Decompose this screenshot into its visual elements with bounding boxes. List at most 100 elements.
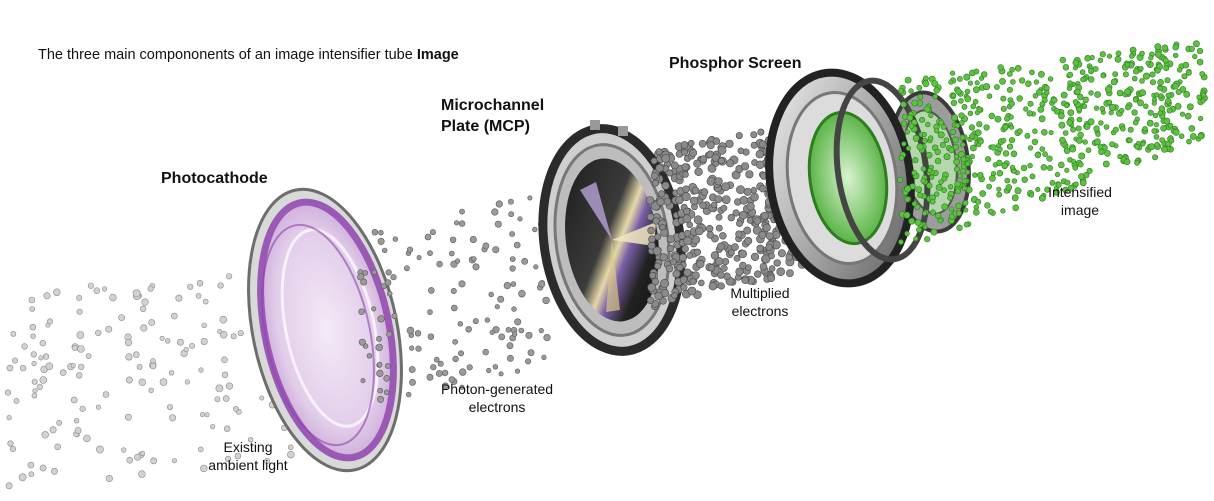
- particle: [223, 396, 229, 402]
- particle: [149, 388, 154, 393]
- particle: [1176, 89, 1181, 94]
- particle: [1154, 134, 1159, 139]
- particle: [974, 205, 979, 210]
- particle: [983, 83, 989, 89]
- particle: [679, 254, 686, 261]
- particle: [1064, 148, 1070, 154]
- particle: [1073, 165, 1078, 170]
- particle: [489, 292, 494, 297]
- particle: [470, 236, 476, 242]
- label-photocathode: Photocathode: [161, 170, 268, 188]
- particle: [1107, 100, 1112, 105]
- particle: [467, 365, 473, 371]
- particle: [715, 196, 722, 203]
- particle: [44, 293, 50, 299]
- particle: [442, 370, 448, 376]
- particle: [434, 357, 439, 362]
- particle: [1135, 144, 1140, 149]
- particle: [734, 255, 740, 261]
- particle: [1135, 160, 1140, 165]
- particle: [1158, 86, 1163, 91]
- label-intensified-line1: Intensified: [1040, 183, 1120, 201]
- particle: [976, 199, 981, 204]
- particle: [177, 339, 183, 345]
- particle: [905, 77, 911, 83]
- particle: [1025, 133, 1030, 138]
- particle: [964, 222, 969, 227]
- particle: [700, 202, 707, 209]
- particle: [759, 141, 766, 148]
- particle: [1079, 153, 1085, 159]
- particle: [95, 330, 101, 336]
- particle: [716, 214, 722, 220]
- particle: [977, 107, 982, 112]
- particle: [436, 370, 442, 376]
- particle: [660, 279, 668, 287]
- particle: [40, 465, 46, 471]
- particle: [60, 370, 66, 376]
- particle: [1004, 116, 1009, 121]
- label-microchannel-plate: Microchannel Plate (MCP): [441, 95, 544, 137]
- label-multiplied-electrons: Multiplied electrons: [710, 284, 810, 320]
- particle: [1090, 55, 1095, 60]
- particle: [694, 249, 701, 256]
- particle: [203, 299, 208, 304]
- particle: [1010, 125, 1014, 129]
- particle: [1001, 209, 1006, 214]
- particle: [905, 186, 911, 192]
- particle: [1007, 144, 1013, 150]
- particle: [77, 346, 84, 353]
- particle: [963, 200, 968, 205]
- particle: [1165, 78, 1170, 83]
- particle: [1153, 113, 1158, 118]
- caption-text: The three main compononents of an image …: [38, 47, 413, 63]
- particle: [1161, 146, 1167, 152]
- particle: [936, 184, 942, 190]
- particle: [86, 354, 91, 359]
- particle: [449, 251, 454, 256]
- particle: [231, 334, 236, 339]
- label-photon-generated-electrons: Photon-generated electrons: [432, 380, 562, 416]
- particle: [1058, 113, 1064, 119]
- particle: [1088, 77, 1094, 83]
- particle: [1019, 78, 1025, 84]
- particle: [7, 415, 12, 420]
- particle: [1001, 106, 1006, 111]
- particle: [371, 307, 376, 312]
- particle: [899, 240, 904, 245]
- particle: [416, 346, 422, 352]
- particle: [1201, 99, 1205, 103]
- particle: [1022, 177, 1028, 183]
- particle: [949, 80, 954, 85]
- particle: [716, 225, 722, 231]
- particle: [907, 115, 913, 121]
- particle: [141, 325, 148, 332]
- particle: [1059, 122, 1065, 128]
- caption-bold-word: Image: [417, 47, 459, 63]
- particle: [1160, 138, 1165, 143]
- particle: [218, 329, 222, 333]
- particle: [959, 113, 965, 119]
- particle: [1179, 134, 1184, 139]
- particle: [994, 84, 999, 89]
- particle: [32, 379, 37, 384]
- particle: [196, 293, 201, 298]
- particle: [1003, 125, 1008, 130]
- particle: [726, 160, 733, 167]
- particle: [1125, 62, 1130, 67]
- particle: [430, 229, 435, 234]
- particle: [30, 324, 36, 330]
- particle: [915, 220, 921, 226]
- particle: [72, 345, 77, 350]
- particle: [751, 193, 759, 201]
- particle: [387, 291, 392, 296]
- particle: [19, 474, 26, 481]
- particle: [968, 111, 973, 116]
- particle: [543, 297, 550, 304]
- particle: [649, 272, 655, 278]
- particle: [929, 113, 934, 118]
- particle: [758, 129, 764, 135]
- particle: [656, 164, 664, 172]
- particle: [372, 229, 378, 235]
- particle: [1077, 117, 1082, 122]
